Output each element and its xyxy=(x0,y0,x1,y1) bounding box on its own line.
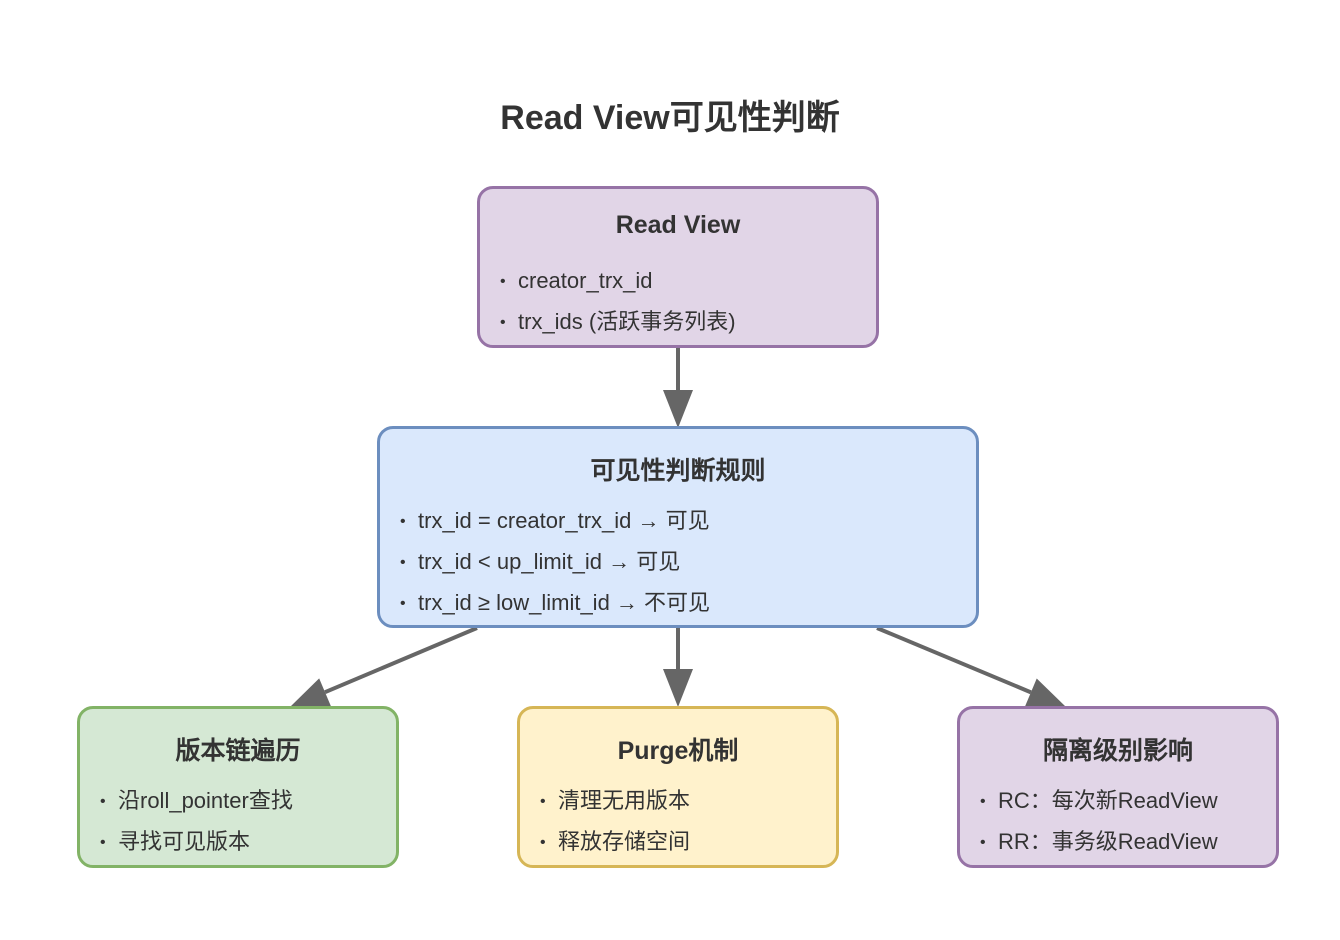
arrowhead-icon xyxy=(663,669,693,707)
node-item-text: creator_trx_id xyxy=(518,268,653,293)
connector-line-rules-to-isolation xyxy=(876,626,1032,695)
node-items: • trx_id = creator_trx_id → 可见 • trx_id < … xyxy=(400,501,710,624)
bullet-icon: • xyxy=(540,834,546,851)
bullet-icon: • xyxy=(400,513,406,530)
node-items: • creator_trx_id • trx_ids (活跃事务列表) xyxy=(500,261,736,343)
node-item: • trx_id < up_limit_id → 可见 xyxy=(400,542,710,583)
arrowhead-icon xyxy=(663,390,693,428)
node-items: • 清理无用版本 • 释放存储空间 xyxy=(540,781,690,863)
node-item-text: trx_id < up_limit_id → 可见 xyxy=(418,549,681,574)
bullet-icon: • xyxy=(400,554,406,571)
node-item: • RR：事务级ReadView xyxy=(980,822,1218,863)
node-read-view[interactable]: Read View • creator_trx_id • trx_ids (活跃事务… xyxy=(477,186,879,348)
node-items: • RC：每次新ReadView • RR：事务级ReadView xyxy=(980,781,1218,863)
node-version-chain[interactable]: 版本链遍历 • 沿roll_pointer查找 • 寻找可见版本 xyxy=(77,706,399,868)
node-item-text: 清理无用版本 xyxy=(558,788,691,813)
node-item-text: 释放存储空间 xyxy=(558,829,691,854)
node-item: • 沿roll_pointer查找 xyxy=(100,781,293,822)
node-item-text: trx_id = creator_trx_id → 可见 xyxy=(418,508,710,533)
node-item-text: trx_ids (活跃事务列表) xyxy=(518,309,736,334)
bullet-icon: • xyxy=(540,793,546,810)
node-item: • trx_id ≥ low_limit_id → 不可见 xyxy=(400,583,710,624)
bullet-icon: • xyxy=(100,834,106,851)
bullet-icon: • xyxy=(100,793,106,810)
node-item: • creator_trx_id xyxy=(500,261,736,302)
node-visibility-rules[interactable]: 可见性判断规则 • trx_id = creator_trx_id → 可见 • t… xyxy=(377,426,979,628)
node-item: • trx_id = creator_trx_id → 可见 xyxy=(400,501,710,542)
diagram-title: Read View可见性判断 xyxy=(500,99,840,137)
arrowhead-icon xyxy=(290,678,331,707)
node-title: Purge机制 xyxy=(617,737,739,765)
bullet-icon: • xyxy=(400,595,406,612)
node-item-text: trx_id ≥ low_limit_id → 不可见 xyxy=(418,590,711,615)
node-title: 版本链遍历 xyxy=(175,737,301,765)
node-title: Read View xyxy=(615,211,741,239)
arrowhead-icon xyxy=(1025,678,1066,707)
node-isolation-level[interactable]: 隔离级别影响 • RC：每次新ReadView • RR：事务级ReadView xyxy=(957,706,1279,868)
bullet-icon: • xyxy=(500,314,506,331)
node-item: • 寻找可见版本 xyxy=(100,822,293,863)
bullet-icon: • xyxy=(980,834,986,851)
node-item-text: 沿roll_pointer查找 xyxy=(118,788,293,813)
node-title: 可见性判断规则 xyxy=(590,457,766,485)
node-item: • 清理无用版本 xyxy=(540,781,690,822)
node-item-text: 寻找可见版本 xyxy=(118,829,251,854)
bullet-icon: • xyxy=(980,793,986,810)
node-purge[interactable]: Purge机制 • 清理无用版本 • 释放存储空间 xyxy=(517,706,839,868)
node-item-text: RR：事务级ReadView xyxy=(998,829,1218,854)
node-items: • 沿roll_pointer查找 • 寻找可见版本 xyxy=(100,781,293,863)
node-item: • 释放存储空间 xyxy=(540,822,690,863)
connector-line-rules-to-version_chain xyxy=(324,626,478,695)
bullet-icon: • xyxy=(500,273,506,290)
node-item: • RC：每次新ReadView xyxy=(980,781,1218,822)
node-title: 隔离级别影响 xyxy=(1042,737,1193,765)
node-item-text: RC：每次新ReadView xyxy=(998,788,1218,813)
node-item: • trx_ids (活跃事务列表) xyxy=(500,302,736,343)
